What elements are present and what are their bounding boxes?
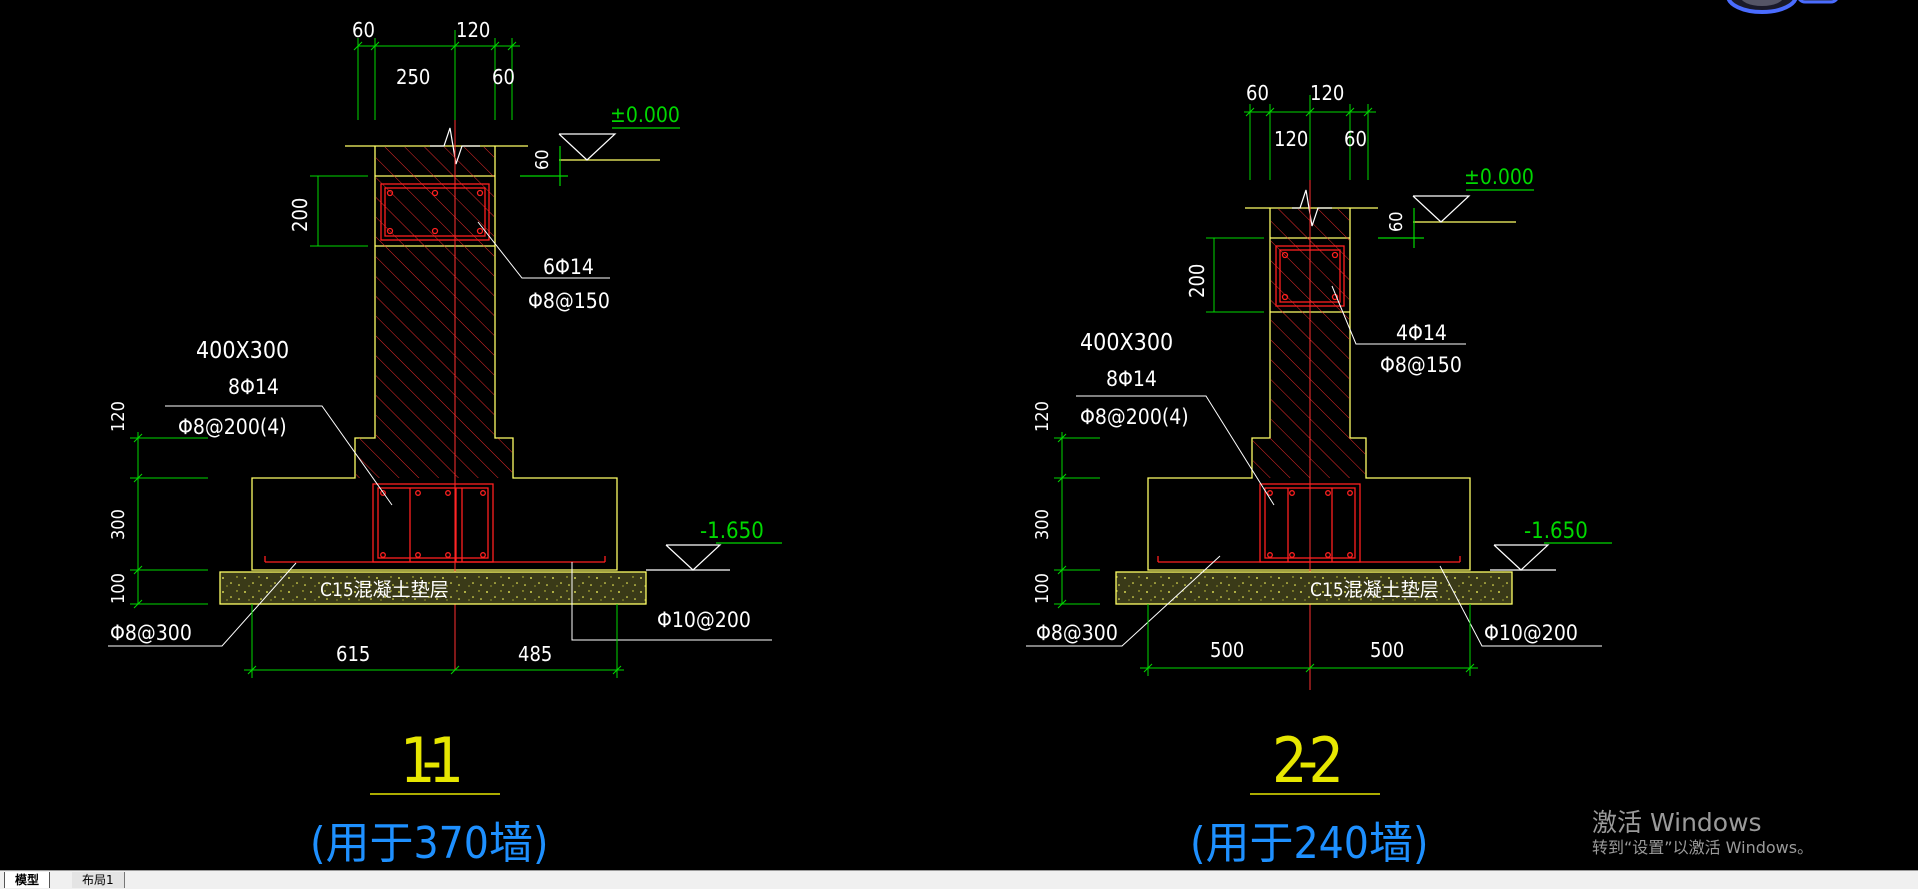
section-2-2-grade-beam-rebar: [1157, 483, 1461, 563]
windows-activation-watermark: 激活 Windows 转到“设置”以激活 Windows。: [1592, 808, 1813, 858]
section-1-1-grade-beam-rebar: [264, 483, 606, 563]
section-2-2-grade-beam-bars: 8Φ14: [1106, 367, 1157, 391]
section-2-2-title: 2-2: [1272, 724, 1344, 797]
section-1-1-dist-bar-leader: [108, 562, 297, 647]
section-1-1-pad-label: C15混凝土垫层: [320, 579, 449, 601]
section-2-2-dim-beam-height: 200: [1185, 264, 1209, 298]
section-1-1-dim-width-right: 60: [492, 65, 515, 89]
section-2-2-dist-bar-leader: [1026, 555, 1221, 647]
section-2-2-ground-level-symbol: [1378, 189, 1534, 248]
section-2-2-beam-leader: [1331, 285, 1466, 345]
section-1-1-beam-rebar: [380, 183, 490, 241]
section-2-2-step-hatch: [1253, 438, 1365, 478]
section-1-1-step-hatch: [356, 438, 512, 478]
section-2-2-beam-bars: 4Φ14: [1396, 321, 1447, 345]
section-1-1-left-dimensions: [130, 432, 208, 609]
section-2-2-dim-base-left: 500: [1210, 638, 1244, 662]
section-2-2-dist-bar: Φ8@300: [1036, 621, 1118, 645]
section-2-2-subtitle: (用于240墙): [1190, 818, 1428, 869]
watermark-title: 激活 Windows: [1592, 808, 1762, 837]
section-1-1-dim-beam-height: 200: [288, 198, 312, 232]
section-2-2-beam-stirrup: Φ8@150: [1380, 353, 1462, 377]
section-2-2-dim-base-right: 500: [1370, 638, 1404, 662]
section-1-1-dim-pad: 100: [108, 573, 129, 604]
section-2-2-top-dimensions: [1244, 95, 1376, 180]
watermark-subtitle: 转到“设置”以激活 Windows。: [1592, 838, 1814, 857]
section-1-1-base-dimensions: [244, 604, 624, 678]
section-1-1-beam-stirrup: Φ8@150: [528, 289, 610, 313]
section-2-2-dim-width-left: 120: [1274, 127, 1308, 151]
section-2-2-grade-beam-size: 400X300: [1080, 330, 1173, 356]
section-1-1-grade-beam-stirrup: Φ8@200(4): [178, 415, 287, 439]
section-2-2-left-dimensions: [1054, 432, 1100, 609]
section-2-2-dim-ground-offset: 60: [1386, 211, 1407, 232]
section-1-1-wall-hatch-lower: [376, 246, 494, 438]
section-2-2-beam-height-dim: [1206, 237, 1264, 313]
section-1-1-wall-hatch: [376, 147, 494, 246]
section-2-2-grade-beam-stirrup: Φ8@200(4): [1080, 405, 1189, 429]
section-2-2: C15混凝土垫层 60 120 120 60 ±0.000 60: [1026, 81, 1612, 869]
section-1-1-dim-footing: 300: [108, 509, 129, 540]
section-2-2-dim-step: 120: [1032, 401, 1053, 432]
section-1-1-break-mark: [430, 127, 480, 165]
section-1-1-concrete-pad: [219, 571, 647, 605]
section-1-1-base-level-symbol: [646, 542, 782, 571]
section-1-1-subtitle: (用于370墙): [310, 818, 548, 869]
section-1-1-dim-step: 120: [108, 401, 129, 432]
section-1-1-grade-beam-leader: [165, 405, 393, 506]
section-1-1-beam-height-dim: [310, 175, 368, 247]
section-2-2-dim-footing: 300: [1032, 509, 1053, 540]
section-2-2-base-level-symbol: [1490, 542, 1612, 571]
section-2-2-base-level: -1.650: [1524, 519, 1588, 544]
section-1-1-dim-ground-offset: 60: [532, 149, 553, 170]
section-2-2-beam-rebar: [1275, 245, 1345, 307]
section-1-1-title: 1-1: [400, 724, 464, 797]
section-2-2-dim-pad: 100: [1032, 573, 1053, 604]
section-1-1-ground-level: ±0.000: [610, 103, 680, 127]
tab-model[interactable]: 模型: [4, 872, 51, 888]
section-1-1-dist-bar: Φ8@300: [110, 621, 192, 645]
section-1-1-bottom-bar: Φ10@200: [657, 608, 751, 632]
section-1-1-bottom-bar-leader: [571, 562, 772, 641]
section-1-1-ground-level-symbol: [520, 127, 680, 186]
section-1-1-dim-top: 60: [352, 18, 375, 42]
section-1-1-beam-leader: [477, 221, 610, 279]
section-2-2-break-mark: [1292, 189, 1332, 227]
section-1-1-base-level: -1.650: [700, 519, 764, 544]
section-2-2-dim-top: 60: [1246, 81, 1269, 105]
navigation-widget-icon[interactable]: [1712, 0, 1842, 18]
layout-tab-bar: 模型 布局1: [0, 870, 1918, 889]
section-2-2-base-dimensions: [1140, 604, 1478, 676]
section-1-1-grade-beam-bars: 8Φ14: [228, 375, 279, 399]
section-1-1-top-dimensions: [353, 30, 520, 120]
section-2-2-dim-top-right: 120: [1310, 81, 1344, 105]
cad-drawing-canvas[interactable]: C15混凝土垫层 60 120 250 60 ±0.000 60: [0, 0, 1918, 870]
section-1-1: C15混凝土垫层 60 120 250 60 ±0.000 60: [108, 18, 782, 869]
tab-layout1[interactable]: 布局1: [72, 872, 125, 888]
section-1-1-grade-beam-size: 400X300: [196, 338, 289, 364]
section-2-2-bottom-bar-leader: [1439, 565, 1602, 647]
section-1-1-dim-base-right: 485: [518, 642, 552, 666]
section-2-2-grade-beam-leader: [1076, 395, 1275, 506]
section-1-1-dim-width-left: 250: [396, 65, 430, 89]
section-1-1-dim-top-right: 120: [456, 18, 490, 42]
section-1-1-dim-base-left: 615: [336, 642, 370, 666]
section-2-2-ground-level: ±0.000: [1464, 165, 1534, 189]
section-2-2-dim-width-right: 60: [1344, 127, 1367, 151]
section-2-2-bottom-bar: Φ10@200: [1484, 621, 1578, 645]
section-1-1-beam-bars: 6Φ14: [543, 255, 594, 279]
section-2-2-pad-label: C15混凝土垫层: [1310, 579, 1439, 601]
